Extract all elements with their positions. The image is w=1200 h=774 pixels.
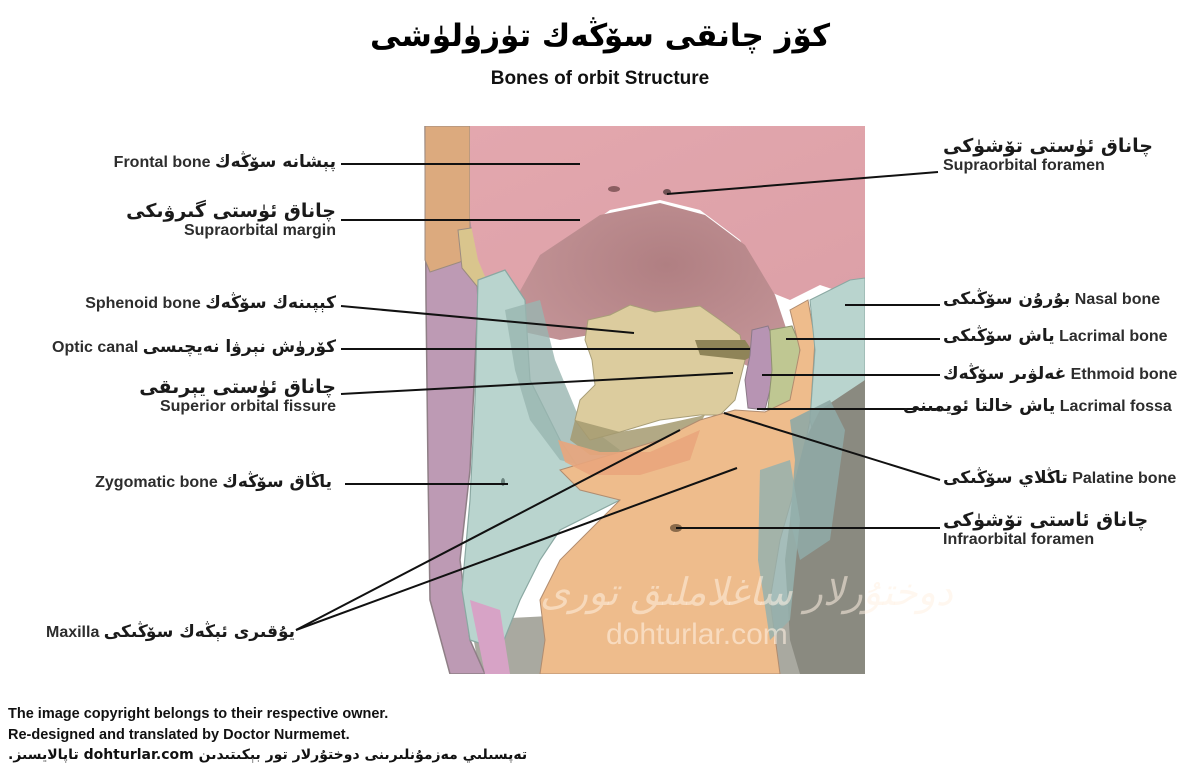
label-optic-canal-ug: كۆرۈش نېرۋا نەيچىسى [142, 337, 336, 357]
label-sphenoid-bone-ug: كېپىنەك سۆڭەك [205, 293, 336, 313]
label-supraorbital-foramen-en: Supraorbital foramen [943, 157, 1105, 174]
label-palatine-bone-ug: تاڭلاي سۆڭىكى [943, 468, 1068, 488]
label-sphenoid-bone-en: Sphenoid bone [85, 295, 201, 312]
label-infraorbital-foramen-en: Infraorbital foramen [943, 531, 1095, 548]
line-superior-orbital-fissure [340, 372, 734, 395]
line-maxilla-a [295, 429, 681, 631]
label-optic-canal-en: Optic canal [52, 339, 139, 356]
label-supraorbital-margin-en: Supraorbital margin [183, 222, 336, 239]
label-lacrimal-bone: ياش سۆڭىكى Lacrimal bone [943, 326, 1168, 347]
label-nasal-bone: بۇرۇن سۆڭىكى Nasal bone [943, 289, 1160, 310]
label-nasal-bone-ug: بۇرۇن سۆڭىكى [943, 289, 1071, 309]
label-frontal-bone: Frontal bone پېشانە سۆڭەك [114, 152, 336, 173]
label-superior-orbital-fissure-en: Superior orbital fissure [159, 398, 336, 415]
label-superior-orbital-fissure: چاناق ئۈستى يېرىقى Superior orbital fiss… [139, 377, 336, 417]
label-supraorbital-margin: چاناق ئۈستى گىرۋىكى Supraorbital margin [126, 201, 336, 241]
page-title-english: Bones of orbit Structure [490, 68, 710, 89]
label-zygomatic-bone: Zygomatic bone ياڭاق سۆڭەك [95, 472, 332, 493]
label-frontal-bone-ug: پېشانە سۆڭەك [215, 152, 336, 172]
label-ethmoid-bone-ug: غەلۋىر سۆڭەك [943, 364, 1067, 384]
sphenoid-bone-region [574, 304, 746, 441]
label-maxilla-ug: يۇقىرى ئېڭەك سۆڭىكى [103, 622, 295, 642]
label-ethmoid-bone: غەلۋىر سۆڭەك Ethmoid bone [943, 364, 1177, 385]
label-superior-orbital-fissure-ug: چاناق ئۈستى يېرىقى [139, 376, 336, 398]
label-sphenoid-bone: Sphenoid bone كېپىنەك سۆڭەك [85, 293, 336, 314]
label-frontal-bone-en: Frontal bone [113, 154, 211, 171]
label-lacrimal-fossa: ياش خالتا ئويمىنى Lacrimal fossa [903, 396, 1172, 417]
line-sphenoid-bone [340, 305, 635, 334]
page-title-uyghur: كۆز چانقى سۆڭەك تۈزۈلۈشى [370, 18, 830, 54]
label-maxilla: Maxilla يۇقىرى ئېڭەك سۆڭىكى [46, 622, 295, 643]
footer-credit: Re-designed and translated by Doctor Nur… [8, 727, 350, 743]
footer-website-note: تەپسىلىي مەزمۇنلىرىنى دوختۇرلار تور بېكى… [8, 747, 528, 763]
label-palatine-bone-en: Palatine bone [1072, 470, 1177, 487]
frontal-bone-region [470, 126, 865, 300]
label-supraorbital-margin-ug: چاناق ئۈستى گىرۋىكى [126, 200, 336, 222]
line-palatine-bone [723, 412, 941, 481]
watermark-site: dohturlar.com [606, 618, 788, 651]
line-supraorbital-foramen [666, 171, 939, 195]
label-supraorbital-foramen: چاناق ئۈستى تۆشۈكى Supraorbital foramen [943, 136, 1153, 176]
footer-copyright: The image copyright belongs to their res… [8, 706, 389, 722]
label-infraorbital-foramen-ug: چاناق ئاستى تۆشۈكى [943, 509, 1149, 531]
label-optic-canal: Optic canal كۆرۈش نېرۋا نەيچىسى [52, 337, 336, 358]
label-palatine-bone: تاڭلاي سۆڭىكى Palatine bone [943, 468, 1176, 489]
label-zygomatic-bone-ug: ياڭاق سۆڭەك [222, 472, 332, 492]
label-lacrimal-fossa-ug: ياش خالتا ئويمىنى [903, 396, 1056, 416]
line-maxilla-b [295, 467, 738, 631]
label-supraorbital-foramen-ug: چاناق ئۈستى تۆشۈكى [943, 135, 1153, 157]
leader-lines [295, 163, 941, 631]
label-zygomatic-bone-en: Zygomatic bone [95, 474, 218, 491]
watermark-uyghur: دوختۇرلار ساغلاملىق تورى [540, 570, 953, 614]
label-maxilla-en: Maxilla [45, 624, 100, 641]
label-lacrimal-bone-en: Lacrimal bone [1059, 328, 1168, 345]
label-ethmoid-bone-en: Ethmoid bone [1070, 366, 1178, 383]
label-infraorbital-foramen: چاناق ئاستى تۆشۈكى Infraorbital foramen [943, 510, 1148, 550]
label-lacrimal-bone-ug: ياش سۆڭىكى [943, 326, 1055, 346]
label-nasal-bone-en: Nasal bone [1074, 291, 1161, 308]
label-lacrimal-fossa-en: Lacrimal fossa [1059, 398, 1172, 415]
